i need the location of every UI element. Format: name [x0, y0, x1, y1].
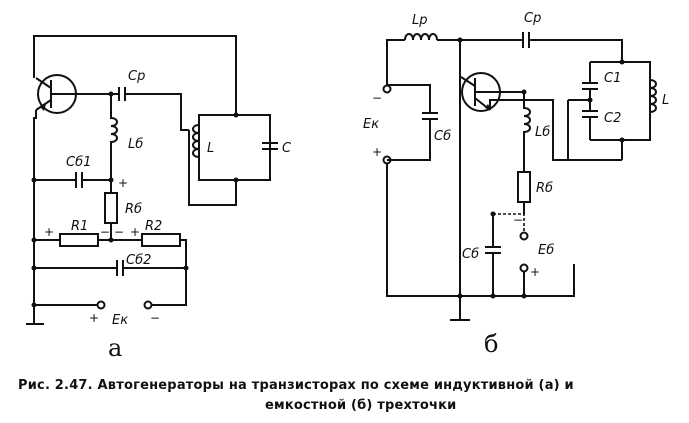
label-l-a: L	[207, 141, 214, 156]
transistor-a	[35, 74, 77, 114]
capacitor-cp-b	[522, 32, 530, 48]
label-ek-b: Eк	[363, 117, 379, 132]
terminal-ek-b	[382, 84, 392, 165]
label-r2-a: R2	[145, 219, 162, 234]
label-cb2-a: Cб2	[126, 253, 151, 268]
capacitor-c2-b	[582, 110, 598, 118]
terminal-eb-b	[519, 231, 529, 273]
sign-plus-r1-a: +	[44, 225, 54, 239]
resistor-rb-b	[517, 171, 531, 203]
sign-plus-eb-b: +	[530, 265, 540, 279]
capacitor-cb2-a	[116, 260, 124, 276]
label-r1-a: R1	[71, 219, 88, 234]
capacitor-c1-b	[582, 82, 598, 90]
capacitor-c-a	[262, 142, 278, 150]
resistor-r2-a	[141, 233, 181, 247]
inductor-lb-a	[110, 94, 118, 180]
caption-line-1: Рис. 2.47. Автогенераторы на транзистора…	[18, 378, 574, 393]
sign-minus-eb-b: −	[513, 213, 523, 227]
label-lb-b: Lб	[535, 125, 550, 140]
label-rb-b: Rб	[536, 181, 553, 196]
label-cp-a: Cр	[128, 69, 145, 84]
sign-plus-ek-b: +	[372, 145, 382, 159]
schematic-a: Cр Lб Cб1 Rб R1 R2 Cб2 L C Eк + + − − + …	[26, 35, 292, 362]
resistor-rb-a	[104, 192, 118, 224]
label-cb-left-b: Cб	[434, 129, 451, 144]
capacitor-cb1-a	[75, 172, 83, 188]
label-l-b: L	[662, 93, 669, 108]
schematic-b: Lр Cр Eк Cб C1 C2 L Lб Rб Cб Eб − + − + …	[363, 11, 669, 358]
label-c2-b: C2	[604, 111, 621, 126]
sign-minus-rb-a: −	[114, 225, 124, 239]
terminal-ek-a	[96, 300, 153, 310]
inductor-lp-b	[404, 33, 438, 41]
label-ek-a: Eк	[112, 313, 128, 328]
label-c-a: C	[282, 141, 292, 156]
label-c1-b: C1	[604, 71, 621, 86]
inductor-lb-b	[523, 92, 531, 172]
sign-minus-ek-b: −	[372, 91, 382, 105]
panel-label-a: а	[108, 334, 122, 362]
panel-label-b: б	[484, 330, 498, 358]
sign-minus-r1-a: −	[100, 225, 110, 239]
capacitor-cb-left-b	[422, 112, 438, 120]
caption-line-2: емкостной (б) трехточки	[265, 398, 456, 413]
label-lp-b: Lр	[412, 13, 428, 28]
ground-a	[26, 305, 44, 325]
sign-plus-r2-a: +	[130, 225, 140, 239]
label-lb-a: Lб	[128, 137, 143, 152]
label-cp-b: Cр	[524, 11, 541, 26]
label-rb-a: Rб	[125, 202, 142, 217]
capacitor-cb-bottom-b	[485, 246, 501, 254]
resistor-r1-a	[59, 233, 99, 247]
inductor-l-a	[192, 124, 200, 158]
sign-plus-rb-a: +	[118, 176, 128, 190]
label-eb-b: Eб	[538, 243, 554, 258]
sign-plus-ek-a: +	[89, 311, 99, 325]
capacitor-cp-a	[118, 87, 126, 101]
sign-minus-ek-a: −	[150, 311, 160, 325]
label-cb1-a: Cб1	[66, 155, 91, 170]
inductor-l-b	[649, 79, 657, 113]
label-cb-bottom-b: Cб	[462, 247, 479, 262]
